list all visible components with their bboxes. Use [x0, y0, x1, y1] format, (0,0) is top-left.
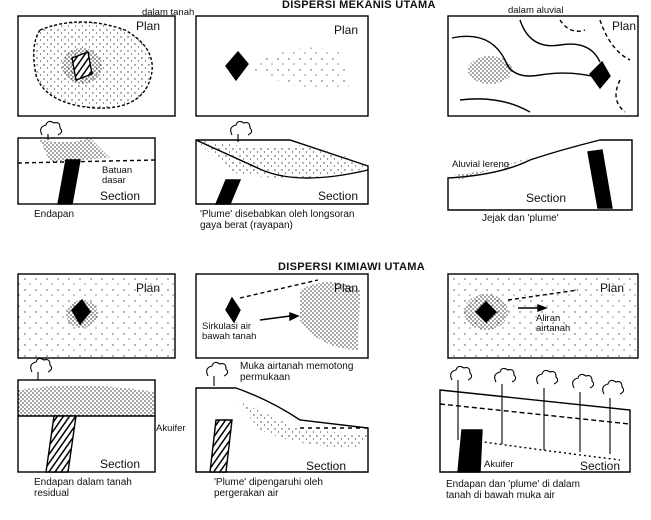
panel-plan-chem-1 [17, 273, 176, 359]
section-label-2: Section [318, 189, 359, 203]
section-label-1: Section [100, 189, 141, 203]
plan-label-2: Plan [334, 23, 359, 37]
caption-residual-deposit: Endapan dalam tanah residual [34, 477, 132, 499]
title-mechanical: DISPERSI MEKANIS UTAMA [282, 0, 436, 11]
plan-label-1: Plan [136, 19, 161, 33]
section-label-6: Section [580, 459, 621, 473]
caption-deposit: Endapan [34, 209, 75, 220]
plan-label-5: Plan [334, 281, 359, 295]
subtitle-in-alluvial: dalam aluvial [508, 5, 564, 16]
panel-plan-alluvial [447, 15, 639, 117]
plan-label-3: Plan [612, 19, 637, 33]
caption-water-table: Muka airtanah memotong permukaan [240, 361, 354, 383]
panel-plan-gravity [195, 15, 369, 117]
section-label-4: Section [100, 457, 141, 471]
slope-alluvium-label: Aluvial lereng [452, 159, 510, 170]
caption-plume-gravity: 'Plume' disebabkan oleh longsoran gaya b… [200, 209, 355, 231]
aquifer-label-2: Akuifer [484, 459, 514, 470]
caption-deposit-plume-soil: Endapan dan 'plume' di dalam tanah di ba… [446, 479, 580, 501]
section-label-3: Section [526, 191, 567, 205]
plan-label-4: Plan [136, 281, 161, 295]
caption-trace-plume: Jejak dan 'plume' [482, 213, 559, 224]
caption-plume-water: 'Plume' dipengaruhi oleh pergerakan air [214, 477, 323, 499]
aquifer-label-1: Akuifer [156, 423, 186, 434]
title-chemical: DISPERSI KIMIAWI UTAMA [278, 261, 425, 273]
panel-plan-chem-2 [195, 273, 369, 359]
panel-section-chem-2 [195, 361, 369, 473]
panel-section-alluvial [447, 139, 633, 211]
subtitle-in-soil: dalam tanah [142, 7, 195, 18]
panel-section-soil [17, 120, 156, 205]
panel-section-gravity [195, 120, 369, 205]
panel-section-chem-1 [17, 357, 156, 473]
panel-section-chem-3 [439, 365, 631, 473]
panel-plan-soil [17, 15, 176, 117]
water-circulation-label: Sirkulasi air bawah tanah [202, 321, 257, 342]
groundwater-flow-label: Aliran airtanah [536, 313, 571, 334]
bedrock-label: Batuan dasar [102, 165, 133, 186]
panel-plan-chem-3 [447, 273, 639, 359]
section-label-5: Section [306, 459, 347, 473]
plan-label-6: Plan [600, 281, 625, 295]
